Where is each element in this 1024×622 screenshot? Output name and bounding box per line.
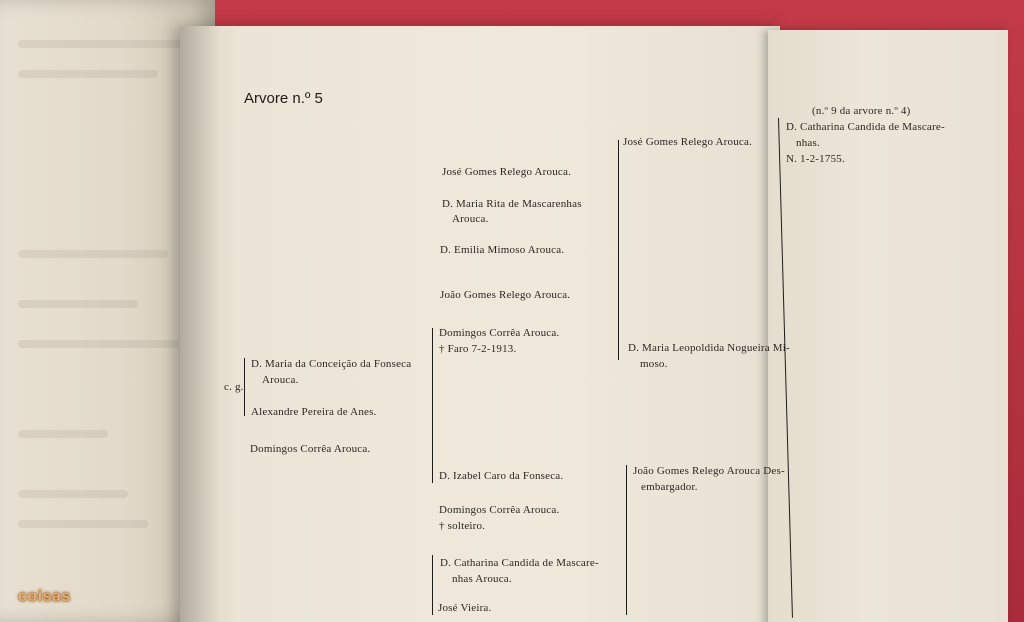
entry-jose-gomes-col3: José Gomes Relego Arouca. — [623, 136, 753, 148]
page-title: Arvore n.º 5 — [244, 90, 323, 107]
entry-leopoldida-2: moso. — [640, 358, 668, 370]
brace-col2-upper — [432, 328, 433, 483]
entry-jose-gomes-col2: José Gomes Relego Arouca. — [442, 166, 572, 178]
entry-domingos: Domingos Corrêa Arouca. — [250, 443, 371, 455]
entry-catharina-col2-2: nhas Arouca. — [452, 573, 512, 585]
entry-catharina-col4-1: D. Catharina Candida de Mascare- — [786, 121, 945, 133]
entry-ref-arvore: (n.º 9 da arvore n.º 4) — [812, 105, 911, 117]
entry-jose-vieira: José Vieira. — [438, 602, 492, 614]
watermark-logo: coisas — [18, 588, 71, 605]
right-page — [768, 30, 1008, 622]
entry-domingos-col2-2: † Faro 7-2-1913. — [439, 343, 517, 355]
entry-maria-conceicao-1: D. Maria da Conceição da Fonseca — [251, 358, 412, 370]
entry-domingos-col2b-1: Domingos Corrêa Arouca. — [439, 504, 560, 516]
entry-born-date: N. 1-2-1755. — [786, 153, 845, 165]
brace-col3-lower — [626, 465, 627, 615]
main-page — [180, 26, 780, 622]
entry-joao-gomes-col3-1: João Gomes Relego Arouca Des- — [633, 465, 785, 477]
entry-maria-conceicao-2: Arouca. — [262, 374, 299, 386]
entry-emilia: D. Emilia Mimoso Arouca. — [440, 244, 565, 256]
entry-joao-gomes-col3-2: embargador. — [641, 481, 698, 493]
brace-col2-lower — [432, 555, 433, 615]
entry-maria-rita-1: D. Maria Rita de Mascarenhas — [442, 198, 582, 210]
brace-col3-upper — [618, 140, 619, 360]
entry-domingos-col2-1: Domingos Corrêa Arouca. — [439, 327, 560, 339]
entry-catharina-col4-2: nhas. — [796, 137, 820, 149]
brace-col1 — [244, 358, 245, 416]
entry-alexandre: Alexandre Pereira de Anes. — [251, 406, 377, 418]
page-gutter-shadow — [180, 26, 220, 622]
entry-catharina-col2-1: D. Catharina Candida de Mascare- — [440, 557, 599, 569]
entry-joao-gomes-col2: João Gomes Relego Arouca. — [440, 289, 571, 301]
left-page — [0, 0, 215, 622]
entry-maria-rita-2: Arouca. — [452, 213, 489, 225]
cg-label: c. g. — [224, 381, 244, 393]
entry-leopoldida-1: D. Maria Leopoldida Nogueira Mi- — [628, 342, 790, 354]
entry-domingos-col2b-2: † solteiro. — [439, 520, 486, 532]
entry-izabel: D. Izabel Caro da Fonseca. — [439, 470, 564, 482]
